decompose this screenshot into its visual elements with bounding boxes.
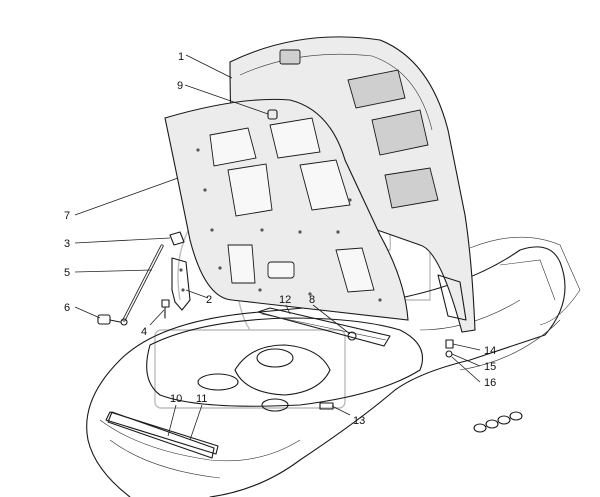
- callout-8: 8: [309, 294, 315, 306]
- callout-4: 4: [141, 326, 147, 338]
- callout-2: 2: [206, 294, 212, 306]
- part-2-hinge: [171, 257, 191, 311]
- part-5-gas-strut: [120, 244, 164, 326]
- part-8-plug: [347, 331, 357, 341]
- callout-15: 15: [484, 361, 496, 373]
- part-14-15-16-latch: [445, 339, 454, 358]
- callout-16: 16: [484, 377, 496, 389]
- part-12-seal: [257, 307, 391, 347]
- leader-lines: [74, 54, 481, 441]
- part-3-clip: [169, 231, 185, 246]
- callout-13: 13: [353, 415, 365, 427]
- callout-labels: 1 2 3 4 5 6 7 8 9 10 11 12 13 14 15 16: [64, 51, 496, 427]
- part-6-bolt: [97, 314, 121, 325]
- part-13-clip: [319, 402, 334, 410]
- callout-5: 5: [64, 267, 70, 279]
- liner-fastener-holes: [196, 148, 382, 302]
- part-10-11-strip: [105, 411, 219, 455]
- callout-12: 12: [279, 294, 291, 306]
- callout-1: 1: [178, 51, 184, 63]
- callout-9: 9: [177, 80, 183, 92]
- callout-7: 7: [64, 210, 70, 222]
- part-4-screw: [161, 299, 170, 319]
- callout-6: 6: [64, 302, 70, 314]
- callout-10: 10: [170, 393, 182, 405]
- part-9-clip: [267, 109, 278, 120]
- fender-badge: [473, 411, 523, 433]
- car-body: [86, 236, 581, 497]
- inner-bonnet-liner: [164, 98, 409, 321]
- callout-14: 14: [484, 345, 496, 357]
- callout-11: 11: [196, 393, 207, 405]
- callout-3: 3: [64, 238, 70, 250]
